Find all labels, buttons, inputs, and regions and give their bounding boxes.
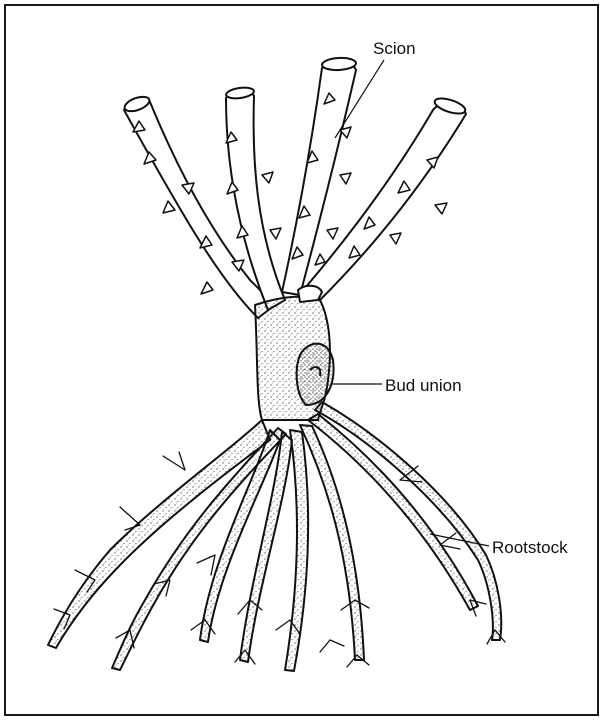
bud-union-swelling	[297, 344, 334, 405]
scion-canes	[123, 57, 467, 318]
scion-label: Scion	[373, 40, 416, 57]
roots	[48, 402, 501, 671]
rootstock-label: Rootstock	[492, 539, 568, 556]
bud-union-label: Bud union	[385, 377, 462, 394]
